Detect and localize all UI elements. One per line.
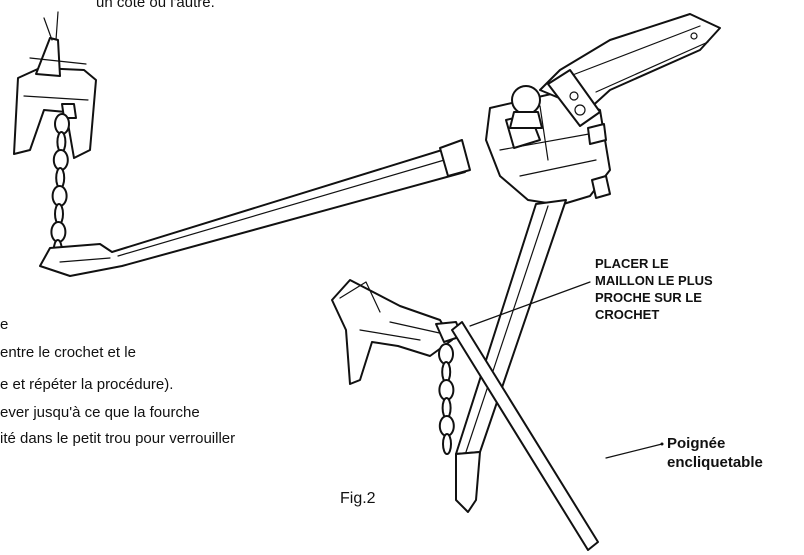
callout-chain-line-4: CROCHET — [595, 307, 660, 322]
chain-link — [438, 343, 454, 365]
figure-label: Fig.2 — [340, 490, 376, 507]
chain-link — [438, 379, 455, 401]
chain-link — [441, 361, 452, 383]
callout-handle: Poignée encliquetable — [667, 434, 763, 472]
right-bracket-chain — [331, 279, 463, 455]
spring-bar-left — [39, 139, 471, 277]
text-line-2: e et répéter la procédure). — [0, 376, 174, 393]
chain-link — [441, 397, 452, 419]
chain-link — [54, 203, 64, 225]
text-line-1: entre le crochet et le — [0, 344, 136, 361]
chain-link — [56, 131, 67, 153]
chain-link — [50, 221, 67, 243]
chain-link — [438, 415, 455, 437]
chain-link — [442, 433, 452, 455]
shank — [539, 13, 721, 127]
text-line-4: ité dans le petit trou pour verrouiller — [0, 430, 236, 447]
snap-up-handle — [451, 321, 599, 551]
chain-link — [54, 113, 70, 135]
callout-handle-line-2: encliquetable — [667, 454, 763, 471]
callout-chain-link: PLACER LE MAILLON LE PLUS PROCHE SUR LE … — [595, 255, 713, 323]
left-bracket-chain — [13, 11, 97, 261]
chain-link — [52, 149, 69, 171]
callout-chain-line-3: PROCHE SUR LE — [595, 290, 702, 305]
text-top-fragment: un côté ou l'autre. — [96, 0, 215, 11]
callout-chain-line-1: PLACER LE — [595, 256, 669, 271]
leader-lines — [469, 281, 664, 459]
text-line-e: e — [0, 316, 9, 333]
chain-link — [55, 167, 66, 189]
callout-handle-line-1: Poignée — [667, 435, 726, 452]
chain-link — [51, 185, 68, 207]
spring-bar-down — [455, 199, 567, 513]
callout-chain-line-2: MAILLON LE PLUS — [595, 273, 713, 288]
text-line-3: ever jusqu'à ce que la fourche — [0, 404, 200, 421]
